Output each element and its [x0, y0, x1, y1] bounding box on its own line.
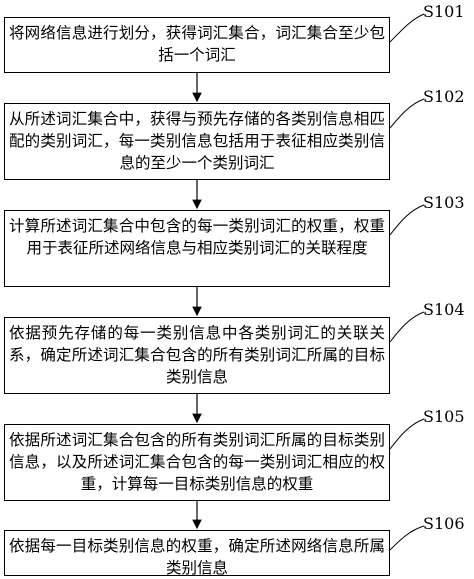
step-label-s105: S105	[423, 407, 465, 426]
step-text-s106: 依据每一目标类别信息的权重，确定所述网络信息所属类别信息	[9, 537, 385, 577]
step-label-s106: S106	[423, 514, 465, 533]
leader-s106	[389, 525, 425, 551]
step-label-s103: S103	[423, 193, 465, 212]
step-box-s101: 将网络信息进行划分，获得词汇集合，词汇集合至少包括一个词汇	[4, 17, 390, 73]
step-label-s104: S104	[423, 300, 465, 319]
step-box-s106: 依据每一目标类别信息的权重，确定所述网络信息所属类别信息	[4, 530, 390, 577]
leader-s102	[389, 98, 425, 129]
step-text-s104: 依据预先存储的每一类别信息中各类别词汇的关联关系，确定所述词汇集合包含的所有类别…	[9, 324, 385, 386]
step-box-s102: 从所述词汇集合中，获得与预先存储的各类别信息相匹配的类别词汇，每一类别信息包括用…	[4, 103, 390, 180]
step-box-s104: 依据预先存储的每一类别信息中各类别词汇的关联关系，确定所述词汇集合包含的所有类别…	[4, 317, 390, 394]
step-label-s101: S101	[423, 2, 465, 21]
leader-s101	[389, 13, 425, 43]
step-text-s101: 将网络信息进行划分，获得词汇集合，词汇集合至少包括一个词汇	[9, 24, 385, 64]
leader-s105	[389, 418, 425, 450]
leader-s104	[389, 311, 425, 343]
step-box-s105: 依据所述词汇集合包含的所有类别词汇所属的目标类别信息，以及所述词汇集合包含的每一…	[4, 424, 390, 501]
step-label-s102: S102	[423, 87, 465, 106]
step-box-s103: 计算所述词汇集合中包含的每一类别词汇的权重，权重用于表征所述网络信息与相应类别词…	[4, 210, 390, 287]
leader-s103	[389, 204, 425, 236]
step-text-s103: 计算所述词汇集合中包含的每一类别词汇的权重，权重用于表征所述网络信息与相应类别词…	[9, 217, 385, 257]
step-text-s102: 从所述词汇集合中，获得与预先存储的各类别信息相匹配的类别词汇，每一类别信息包括用…	[9, 110, 385, 172]
step-text-s105: 依据所述词汇集合包含的所有类别词汇所属的目标类别信息，以及所述词汇集合包含的每一…	[9, 431, 385, 493]
